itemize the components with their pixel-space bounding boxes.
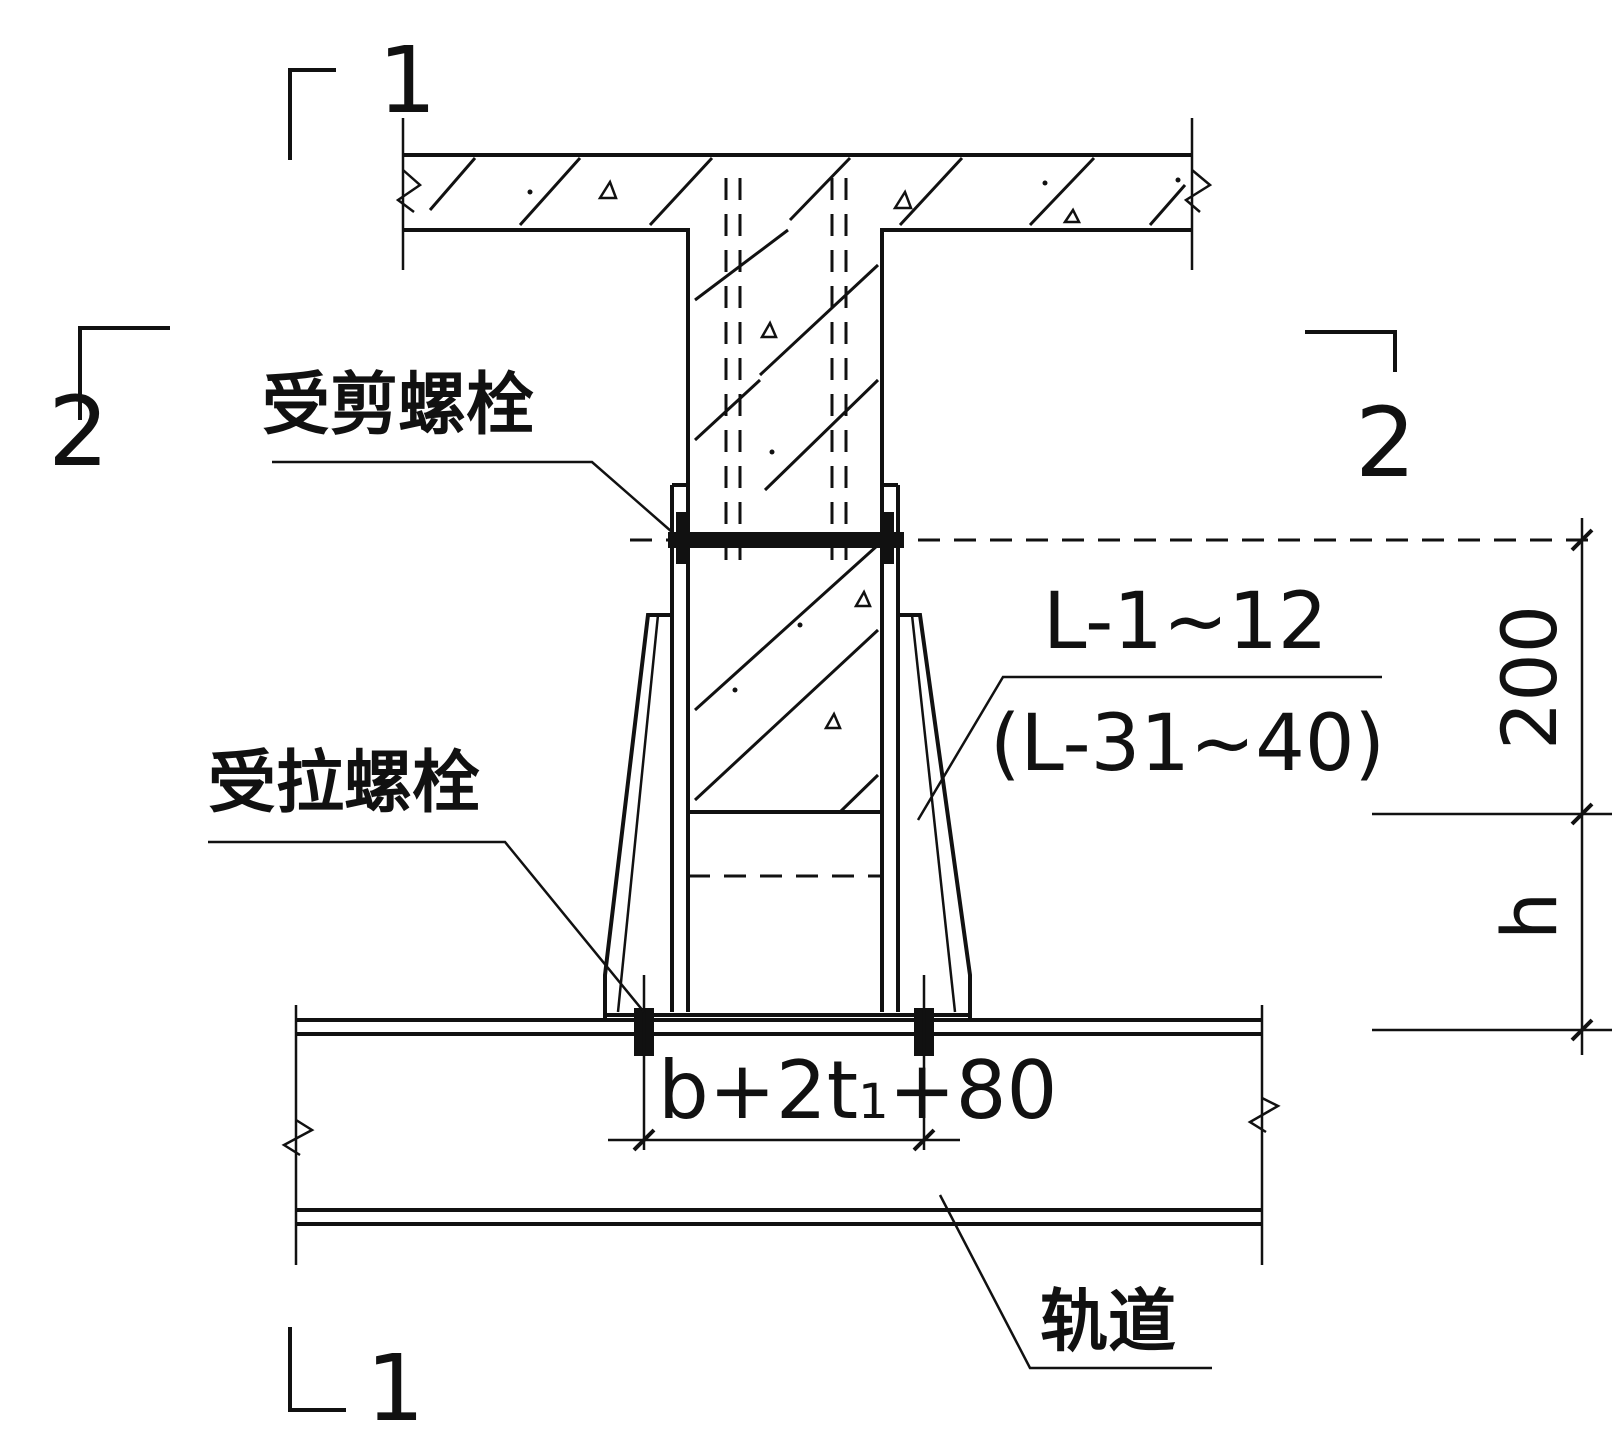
tension-bolt-label: 受拉螺栓 — [208, 744, 480, 823]
section-mark-1-top: 1 — [288, 27, 437, 160]
width-dimension-text: b+2t1+80 — [658, 1044, 1057, 1137]
shear-bolt — [630, 512, 1590, 564]
part-code-label: L-1~12 — [1043, 577, 1327, 667]
shear-bolt-label: 受剪螺栓 — [262, 366, 534, 445]
tapered-stiffener — [603, 613, 972, 1020]
width-dimension: b+2t1+80 — [608, 1044, 1057, 1152]
section-mark-2-left: 2 — [48, 326, 170, 488]
rail-label: 轨道 — [1040, 1283, 1176, 1362]
section-mark-1-top-number: 1 — [378, 27, 437, 134]
shear-bolt-callout: 受剪螺栓 — [262, 366, 673, 533]
dimension-200: 200 — [1485, 605, 1574, 750]
rail-callout: 轨道 — [938, 1194, 1212, 1370]
tension-bolt-callout: 受拉螺栓 — [208, 744, 645, 1013]
part-code-alt-label: (L-31~40) — [990, 699, 1385, 789]
part-code-callout: L-1~12 (L-31~40) — [916, 577, 1385, 821]
concrete-slab — [395, 118, 1213, 500]
dimension-h: h — [1485, 892, 1574, 940]
section-mark-1-bottom: 1 — [288, 1327, 425, 1430]
section-mark-1-bottom-number: 1 — [366, 1335, 425, 1430]
section-mark-2-right-number: 2 — [1355, 387, 1416, 499]
rail — [281, 1005, 1281, 1265]
section-mark-2-right: 2 — [1305, 330, 1416, 499]
section-mark-2-left-number: 2 — [48, 376, 109, 488]
width-formula-main: b+2t — [658, 1044, 858, 1137]
width-formula-tail: +80 — [889, 1044, 1058, 1137]
steel-side-plates — [670, 483, 900, 1012]
vertical-dimensions: 200 h — [1372, 518, 1612, 1055]
width-formula-subscript: 1 — [858, 1074, 889, 1130]
tension-bolts — [634, 975, 934, 1150]
concrete-web — [686, 178, 884, 1012]
